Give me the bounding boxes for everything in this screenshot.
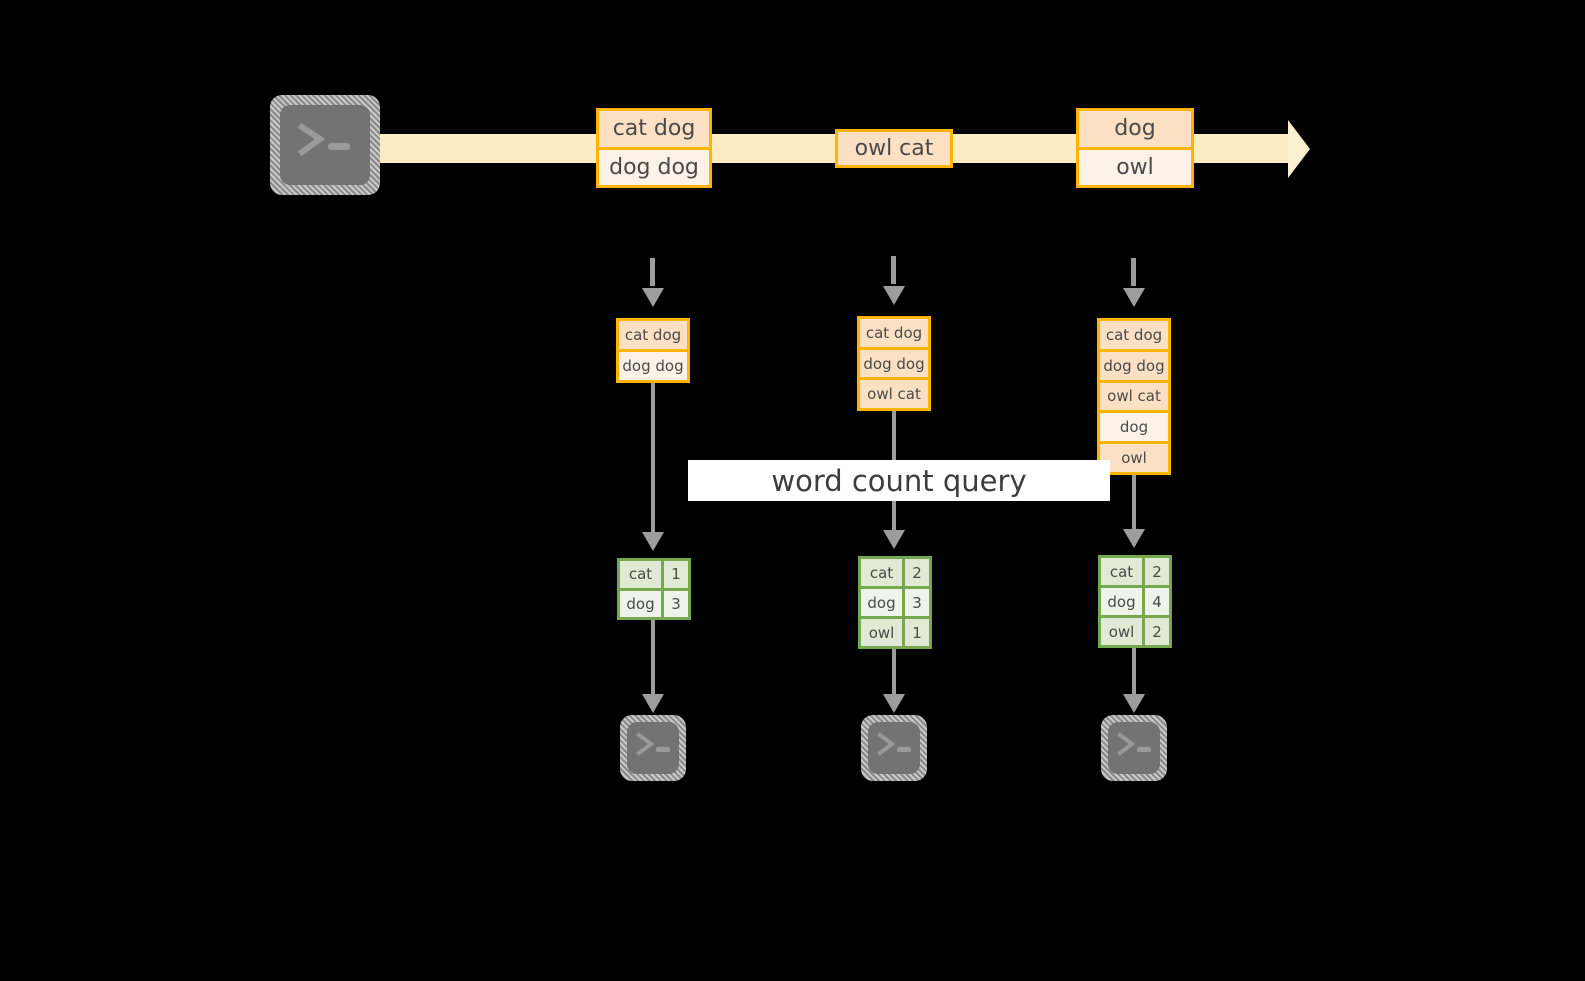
result-count: 2 xyxy=(1145,558,1169,585)
result-word: cat xyxy=(620,561,664,588)
sink-terminal-icon-3[interactable] xyxy=(1101,715,1167,781)
table-row: dog 3 xyxy=(620,587,688,617)
result-word: owl xyxy=(1101,618,1145,645)
snapshot-input-line: cat dog xyxy=(619,321,687,349)
stream-record-1: cat dog dog dog xyxy=(596,108,712,188)
result-word: dog xyxy=(620,590,664,617)
stream-record-3: dog owl xyxy=(1076,108,1194,188)
result-word: owl xyxy=(861,619,905,646)
table-row: dog 3 xyxy=(861,586,929,616)
result-count: 4 xyxy=(1145,588,1169,615)
sink-connector-3 xyxy=(1132,648,1136,702)
result-count: 1 xyxy=(664,561,688,588)
table-row: cat 2 xyxy=(1101,558,1169,585)
snapshot-input-line: owl xyxy=(1100,441,1168,472)
terminal-face xyxy=(1108,722,1160,774)
table-row: cat 1 xyxy=(620,561,688,588)
snapshot-trigger-stub xyxy=(891,256,896,284)
terminal-face xyxy=(280,105,370,185)
result-table-2: cat 2 dog 3 owl 1 xyxy=(858,556,932,649)
terminal-face xyxy=(627,722,679,774)
query-connector-arrowhead-2 xyxy=(883,530,905,549)
snapshot-input-3: cat dog dog dog owl cat dog owl xyxy=(1097,318,1171,475)
sink-connector-arrowhead-1 xyxy=(642,694,664,713)
result-count: 2 xyxy=(1145,618,1169,645)
snapshot-input-line: cat dog xyxy=(1100,321,1168,349)
snapshot-trigger-stub xyxy=(1131,258,1136,286)
snapshot-trigger-stub xyxy=(650,258,655,286)
result-word: dog xyxy=(861,589,905,616)
sink-terminal-icon-1[interactable] xyxy=(620,715,686,781)
sink-connector-2 xyxy=(892,649,896,702)
stream-record-line: cat dog xyxy=(599,111,709,147)
snapshot-input-line: dog xyxy=(1100,410,1168,442)
terminal-prompt-icon xyxy=(1117,732,1151,756)
query-connector-arrowhead-3 xyxy=(1123,529,1145,548)
sink-terminal-icon-2[interactable] xyxy=(861,715,927,781)
snapshot-input-line: cat dog xyxy=(860,319,928,347)
snapshot-input-2: cat dog dog dog owl cat xyxy=(857,316,931,411)
sink-connector-arrowhead-2 xyxy=(883,694,905,713)
result-count: 3 xyxy=(905,589,929,616)
result-table-3: cat 2 dog 4 owl 2 xyxy=(1098,555,1172,648)
table-row: dog 4 xyxy=(1101,585,1169,615)
result-count: 2 xyxy=(905,559,929,586)
stream-record-2: owl cat xyxy=(835,129,953,168)
query-label: word count query xyxy=(688,460,1110,501)
query-connector-1 xyxy=(651,383,655,547)
result-word: cat xyxy=(1101,558,1145,585)
table-row: owl 2 xyxy=(1101,615,1169,645)
snapshot-input-line: dog dog xyxy=(1100,348,1168,380)
stream-record-line: owl xyxy=(1079,146,1191,185)
query-connector-arrowhead-1 xyxy=(642,532,664,551)
stream-record-line: owl cat xyxy=(838,132,950,165)
snapshot-input-line: dog dog xyxy=(619,349,687,380)
snapshot-input-1: cat dog dog dog xyxy=(616,318,690,383)
stream-arrowhead xyxy=(1288,120,1310,178)
snapshot-trigger-arrowhead xyxy=(642,288,664,307)
result-count: 1 xyxy=(905,619,929,646)
result-word: cat xyxy=(861,559,905,586)
sink-connector-arrowhead-3 xyxy=(1123,694,1145,713)
terminal-prompt-icon xyxy=(297,122,350,157)
stream-record-line: dog xyxy=(1079,111,1191,147)
query-connector-3 xyxy=(1132,475,1136,545)
result-count: 3 xyxy=(664,590,688,617)
snapshot-input-line: dog dog xyxy=(860,346,928,378)
result-table-1: cat 1 dog 3 xyxy=(617,558,691,620)
terminal-face xyxy=(868,722,920,774)
snapshot-trigger-arrowhead xyxy=(883,286,905,305)
table-row: cat 2 xyxy=(861,559,929,586)
sink-connector-1 xyxy=(651,620,655,702)
table-row: owl 1 xyxy=(861,616,929,646)
snapshot-trigger-arrowhead xyxy=(1123,288,1145,307)
snapshot-input-line: owl cat xyxy=(860,377,928,409)
result-word: dog xyxy=(1101,588,1145,615)
source-terminal-icon[interactable] xyxy=(270,95,380,195)
stream-record-line: dog dog xyxy=(599,146,709,185)
terminal-prompt-icon xyxy=(636,732,670,756)
snapshot-input-line: owl cat xyxy=(1100,379,1168,411)
terminal-prompt-icon xyxy=(877,732,911,756)
